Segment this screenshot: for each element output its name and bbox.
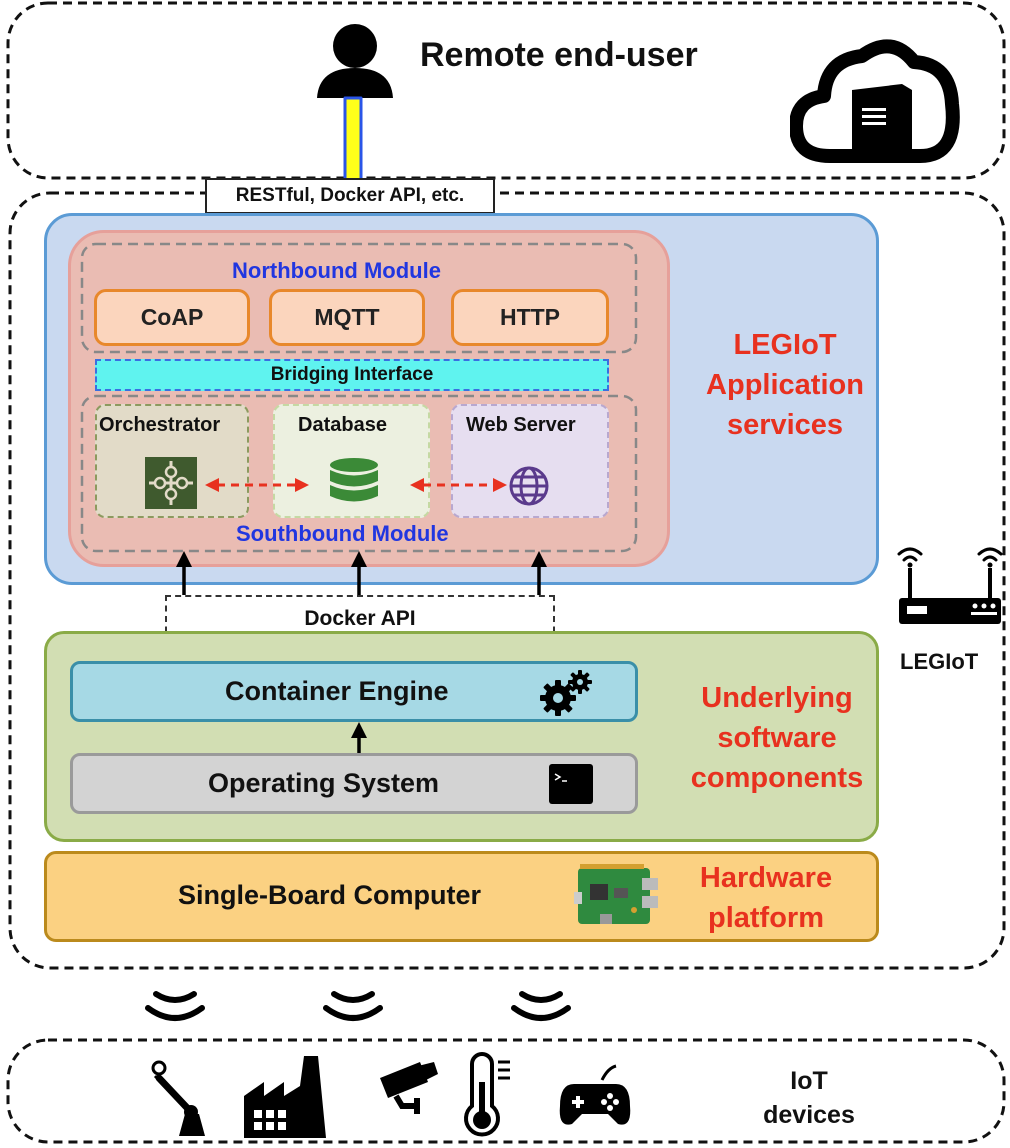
wireless-signal-3	[511, 991, 571, 1021]
iot-devices-label: IoT devices	[763, 1067, 855, 1129]
http-label: HTTP	[499, 304, 561, 330]
http-box: HTTP	[451, 289, 609, 346]
southbound-outline	[80, 394, 638, 553]
terminal-icon	[549, 764, 593, 804]
cloud-server-icon	[790, 39, 960, 163]
factory-icon	[244, 1056, 326, 1138]
coap-label: CoAP	[140, 304, 204, 330]
security-camera-icon	[380, 1062, 438, 1114]
underlying-software-label: Underlying software components	[690, 682, 864, 794]
bridging-label: Bridging Interface	[270, 364, 434, 385]
user-icon	[317, 24, 393, 98]
coap-box: CoAP	[94, 289, 250, 346]
container-engine-label: Container Engine	[225, 676, 449, 706]
docker-api-label: Docker API	[304, 607, 416, 630]
hardware-platform-panel	[44, 851, 879, 942]
wireless-signal-1	[145, 991, 205, 1021]
iot-region-outline	[6, 1038, 1006, 1144]
operating-system-box	[70, 753, 638, 814]
southbound-title: Southbound Module	[236, 521, 449, 546]
mqtt-box: MQTT	[269, 289, 425, 346]
module-dashed-outlines	[80, 242, 638, 553]
hardware-platform-label: Hardware platform	[699, 862, 833, 934]
legiot-device-label: LEGIoT	[900, 649, 979, 674]
single-board-computer-label: Single-Board Computer	[178, 880, 482, 910]
remote-region-outline	[6, 1, 1006, 180]
mqtt-label: MQTT	[314, 304, 380, 330]
northbound-outline	[80, 242, 638, 354]
component-links	[205, 478, 507, 492]
gears-icon	[540, 670, 592, 716]
circuit-board-icon	[574, 864, 658, 924]
os-to-engine-arrow	[351, 722, 367, 756]
web-server-label: Web Server	[466, 414, 576, 436]
bridging-interface: Bridging Interface	[95, 359, 609, 391]
gamepad-icon	[559, 1064, 631, 1125]
container-engine-box	[70, 661, 638, 722]
wireless-signal-icon	[145, 991, 571, 1021]
router-icon	[897, 547, 1003, 624]
operating-system-label: Operating System	[208, 768, 440, 798]
database-icon	[330, 458, 378, 502]
globe-icon	[509, 466, 549, 506]
legiot-region-outline	[8, 191, 1006, 970]
thermometer-icon	[464, 1052, 510, 1137]
api-protocols-text: RESTful, Docker API, etc.	[235, 185, 465, 206]
web-server-box	[451, 404, 609, 518]
database-label: Database	[298, 414, 387, 436]
puzzle-icon	[145, 457, 197, 509]
application-services-label: LEGIoT Application services	[706, 329, 864, 441]
orchestrator-label: Orchestrator	[99, 414, 221, 436]
northbound-title: Northbound Module	[232, 258, 441, 283]
robot-arm-icon	[151, 1060, 205, 1136]
remote-user-title: Remote end-user	[420, 36, 698, 74]
wireless-signal-2	[323, 991, 383, 1021]
api-protocols-label: RESTful, Docker API, etc.	[205, 178, 495, 214]
